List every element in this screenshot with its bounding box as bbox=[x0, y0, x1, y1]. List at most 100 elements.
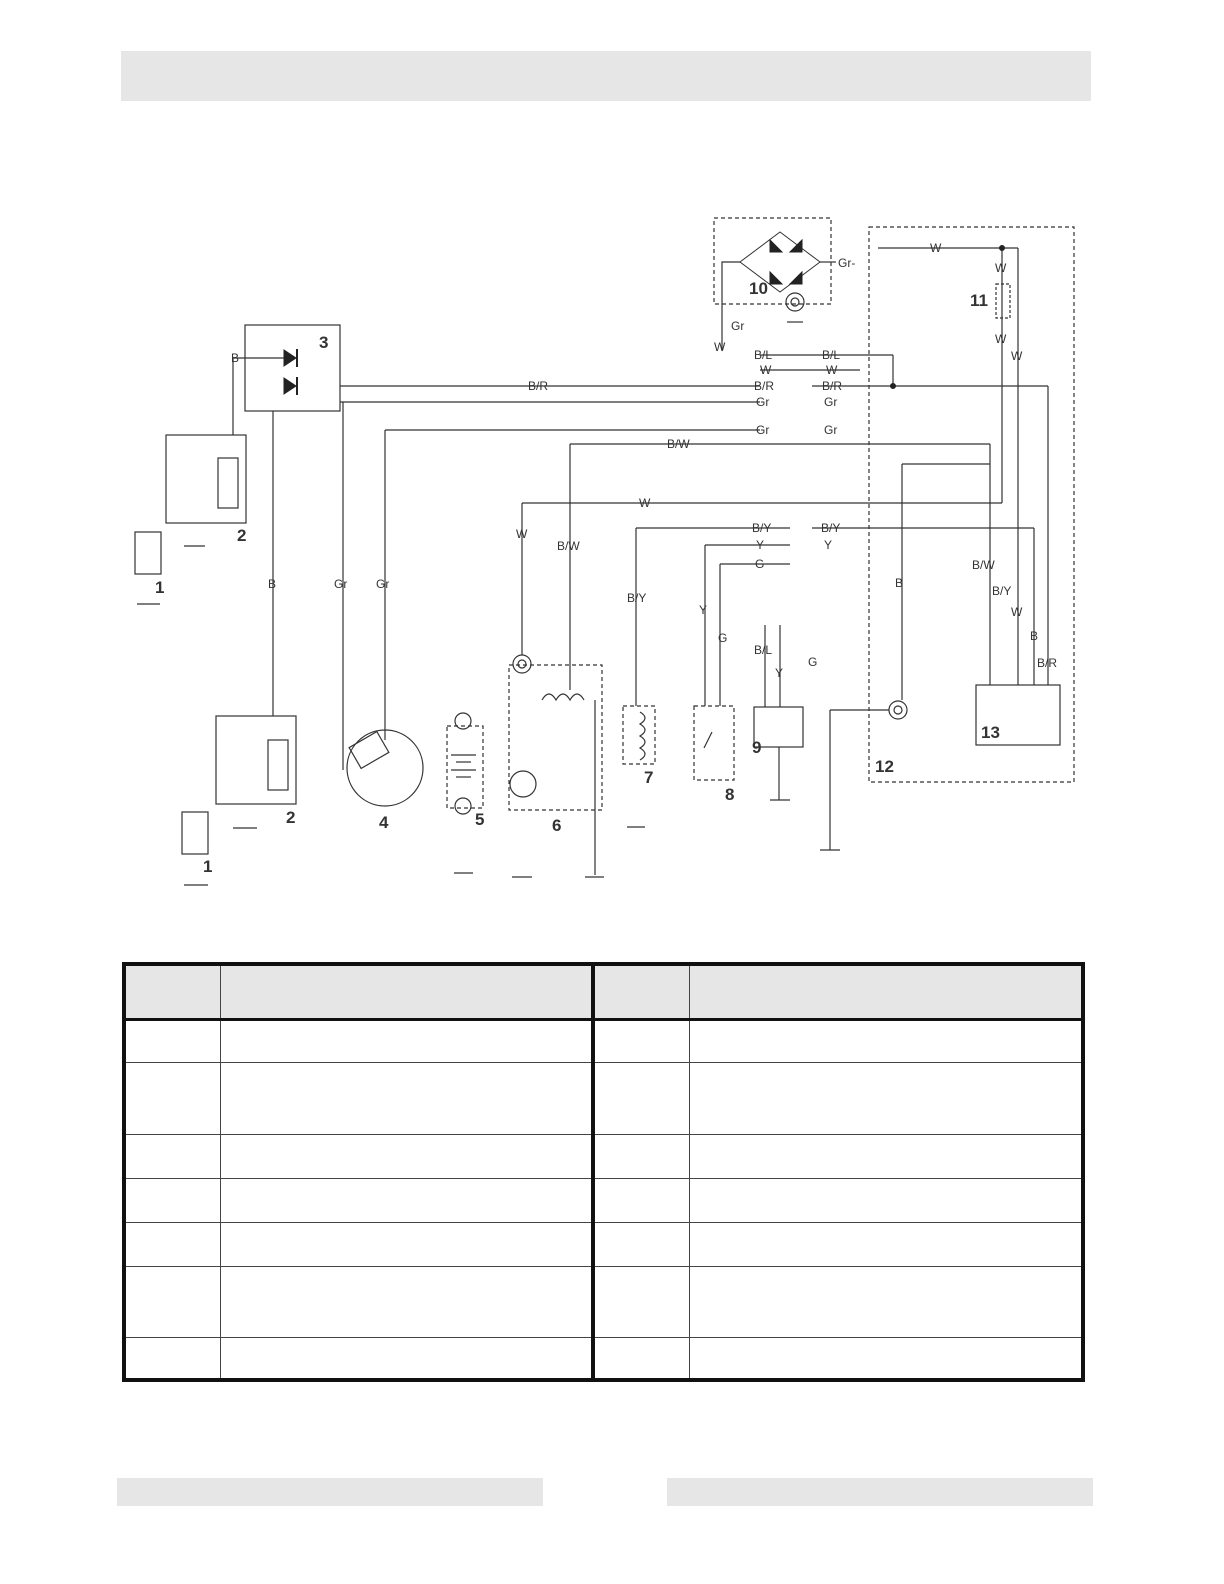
component-number: 3 bbox=[319, 333, 328, 352]
wire-label: Gr bbox=[731, 319, 744, 333]
wire-label: Gr bbox=[756, 395, 769, 409]
wire-label: B/R bbox=[822, 379, 842, 393]
table-cell bbox=[123, 1265, 221, 1339]
table-cell bbox=[219, 1133, 595, 1180]
table-cell bbox=[592, 1337, 690, 1381]
wire-label: Gr bbox=[824, 395, 837, 409]
wire-label: B/W bbox=[972, 558, 995, 572]
legend-table bbox=[122, 962, 1085, 1382]
legend-header-row bbox=[123, 963, 1084, 1022]
table-row bbox=[123, 1133, 1084, 1180]
wire-label: W bbox=[995, 261, 1007, 275]
wire-label: Gr- bbox=[838, 256, 855, 270]
table-cell bbox=[219, 1178, 595, 1223]
wire-label: Gr bbox=[376, 577, 389, 591]
footer-bar-left bbox=[117, 1478, 543, 1506]
wire-label: B/Y bbox=[627, 591, 646, 605]
legend-header-cell bbox=[592, 963, 690, 1022]
table-cell bbox=[688, 1133, 1084, 1180]
wire-label: B bbox=[231, 351, 239, 365]
fuse bbox=[995, 283, 1011, 319]
component-number: 11 bbox=[970, 291, 988, 310]
wire-label: W bbox=[826, 363, 838, 377]
wire-label: G bbox=[808, 655, 817, 669]
spark-plug-upper bbox=[134, 531, 162, 575]
table-cell bbox=[123, 1019, 221, 1063]
component-number: 1 bbox=[155, 578, 164, 597]
component-number: 2 bbox=[237, 526, 246, 545]
alternator bbox=[346, 729, 424, 807]
wire-label: W bbox=[930, 241, 942, 255]
table-cell bbox=[592, 1178, 690, 1223]
wire-label: B/Y bbox=[821, 521, 840, 535]
table-cell bbox=[592, 1221, 690, 1267]
table-cell bbox=[592, 1061, 690, 1136]
table-cell bbox=[219, 1221, 595, 1267]
wire-label: B/W bbox=[667, 437, 690, 451]
table-cell bbox=[123, 1133, 221, 1180]
wire-label: B/Y bbox=[752, 521, 771, 535]
legend-header-cell bbox=[219, 963, 595, 1022]
wire-label: B bbox=[1030, 629, 1038, 643]
wiring-diagram: B B/R B Gr Gr B/W W W B/W B/Y Gr- Gr W B… bbox=[134, 217, 1075, 886]
table-cell bbox=[219, 1265, 595, 1339]
solenoid-coil bbox=[622, 705, 656, 765]
table-cell bbox=[123, 1337, 221, 1381]
component-number: 8 bbox=[725, 785, 734, 804]
wire-label: W bbox=[516, 527, 528, 541]
oil-switch bbox=[693, 705, 735, 781]
table-cell bbox=[688, 1061, 1084, 1136]
wire-label: Y bbox=[699, 603, 707, 617]
table-cell bbox=[688, 1019, 1084, 1063]
wire-label: B/Y bbox=[992, 584, 1011, 598]
component-number: 13 bbox=[981, 723, 1000, 742]
table-cell bbox=[219, 1061, 595, 1136]
table-row bbox=[123, 1178, 1084, 1223]
table-cell bbox=[592, 1133, 690, 1180]
battery bbox=[446, 725, 484, 809]
wire-label: Gr bbox=[334, 577, 347, 591]
wire-label: W bbox=[1011, 605, 1023, 619]
wire-label: B/L bbox=[754, 643, 772, 657]
spark-plug-lower bbox=[181, 811, 209, 855]
wire-label: B bbox=[895, 576, 903, 590]
control-panel-box bbox=[868, 226, 1075, 783]
wire-label: B/R bbox=[754, 379, 774, 393]
header-bar bbox=[121, 51, 1091, 101]
table-row bbox=[123, 1019, 1084, 1063]
wire-label: Y bbox=[775, 666, 783, 680]
wire-label: W bbox=[995, 332, 1007, 346]
rectifier-box bbox=[713, 217, 832, 305]
legend-header-cell bbox=[688, 963, 1084, 1022]
table-cell bbox=[219, 1337, 595, 1381]
table-cell bbox=[688, 1178, 1084, 1223]
starter-relay bbox=[508, 664, 603, 811]
wire-label: G bbox=[755, 557, 764, 571]
wire-label: Y bbox=[756, 538, 764, 552]
ignition-coil-upper bbox=[165, 434, 247, 524]
table-cell bbox=[219, 1019, 595, 1063]
component-number: 12 bbox=[875, 757, 894, 776]
component-number: 6 bbox=[552, 816, 561, 835]
ignition-coil-lower bbox=[215, 715, 297, 805]
wire-label: W bbox=[1011, 349, 1023, 363]
table-row bbox=[123, 1265, 1084, 1339]
legend-header-cell bbox=[123, 963, 221, 1022]
table-cell bbox=[592, 1019, 690, 1063]
table-cell bbox=[592, 1265, 690, 1339]
table-cell bbox=[123, 1221, 221, 1267]
wire-label: B/L bbox=[754, 348, 772, 362]
wire-label: W bbox=[714, 340, 726, 354]
wire-label: W bbox=[760, 363, 772, 377]
wire-label: B/W bbox=[557, 539, 580, 553]
receptacle bbox=[888, 700, 908, 720]
component-number: 9 bbox=[752, 738, 761, 757]
component-number: 5 bbox=[475, 810, 484, 829]
wire-label: B bbox=[268, 577, 276, 591]
table-cell bbox=[123, 1178, 221, 1223]
table-row bbox=[123, 1337, 1084, 1381]
footer-bar-right bbox=[667, 1478, 1093, 1506]
wire-label: Gr bbox=[756, 423, 769, 437]
component-number: 1 bbox=[203, 857, 212, 876]
table-cell bbox=[688, 1265, 1084, 1339]
